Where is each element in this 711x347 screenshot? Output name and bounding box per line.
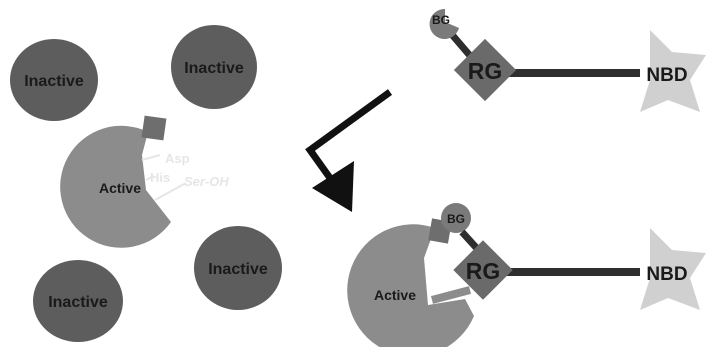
inactive-label: Inactive — [208, 261, 268, 278]
bg-circle — [441, 203, 471, 233]
residue-his: His — [150, 170, 170, 185]
residue-asp: Asp — [165, 151, 190, 166]
rg-label: RG — [468, 58, 503, 84]
rg-diamond — [453, 240, 513, 300]
residue-line — [154, 182, 187, 201]
bg-label: BG — [447, 212, 465, 226]
nbd-star — [640, 228, 706, 310]
residue-line — [145, 175, 155, 181]
residue-line — [141, 154, 161, 161]
residue-ser: Ser-OH — [184, 174, 229, 189]
inactive-label: Inactive — [184, 60, 244, 77]
inactive-label: Inactive — [48, 294, 108, 311]
active-label: Active — [374, 287, 416, 303]
inactive-enzyme-2: Inactive — [171, 25, 257, 109]
active-label: Active — [99, 180, 141, 196]
arrow-shaft — [305, 89, 393, 181]
covalent-bond — [430, 286, 472, 304]
active-enzyme-bound — [347, 224, 474, 347]
bg-label: BG — [432, 13, 450, 27]
inactive-enzyme-4: Inactive — [33, 260, 123, 342]
active-enzyme-free: Active Asp His Ser-OH — [60, 115, 229, 248]
bg-circle — [429, 8, 459, 39]
rg-label: RG — [466, 258, 501, 284]
nbd-label: NBD — [646, 65, 687, 86]
arrow-head — [312, 161, 354, 212]
pocket-square — [141, 115, 167, 141]
inactive-enzyme-1: Inactive — [10, 39, 98, 121]
inactive-label: Inactive — [24, 73, 84, 90]
probe-free: BG RG NBD — [429, 8, 706, 112]
inactive-enzyme-3: Inactive — [194, 226, 282, 310]
rg-diamond — [453, 38, 517, 102]
nbd-label: NBD — [646, 264, 687, 285]
complex: BG RG NBD Active — [347, 203, 706, 347]
nbd-star — [640, 30, 706, 112]
reaction-arrow — [305, 89, 393, 212]
